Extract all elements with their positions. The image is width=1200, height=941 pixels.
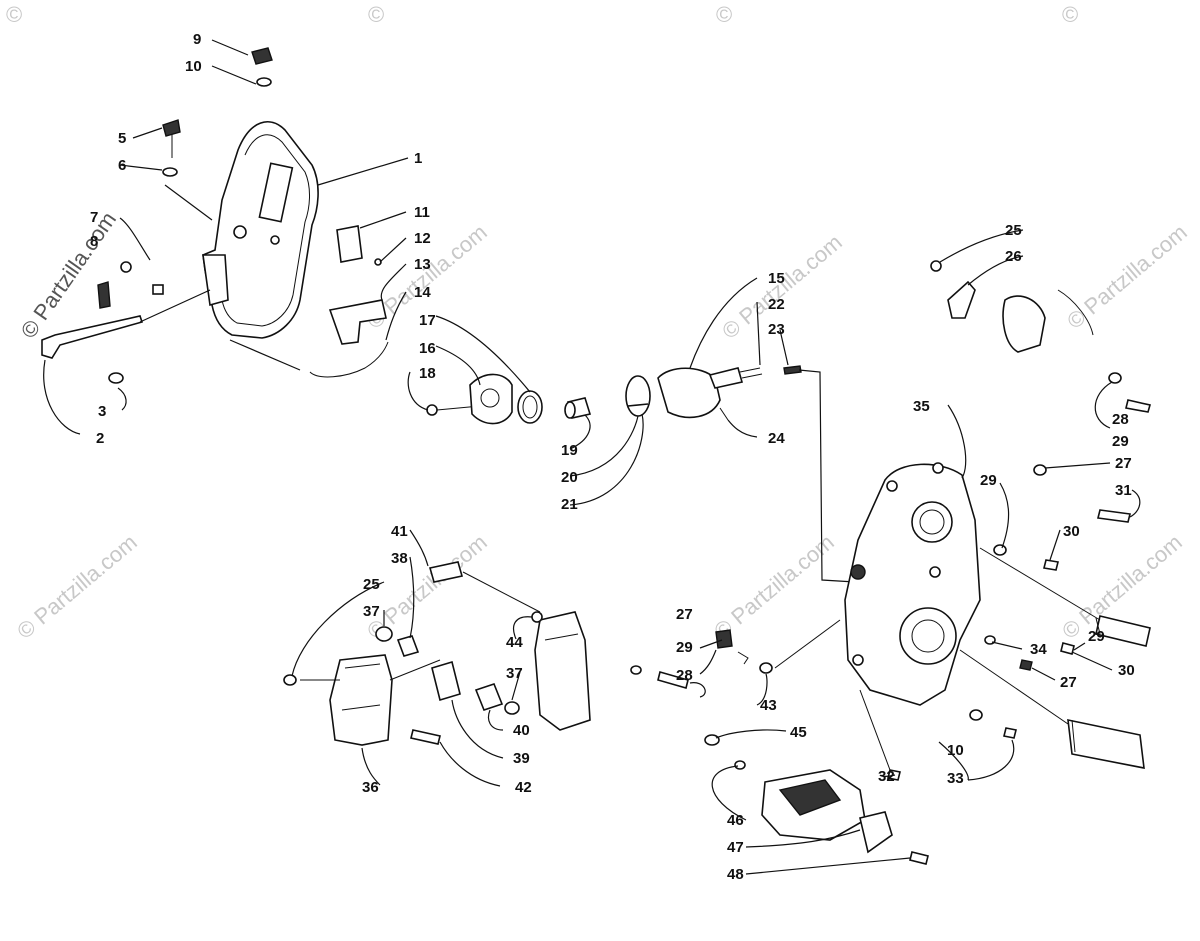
callout-1: 1 [414,150,422,167]
callout-29-lower: 29 [676,639,693,656]
callout-28-top: 28 [1112,411,1129,428]
callout-9: 9 [193,31,201,48]
corner-watermark-2: © [368,2,384,27]
callout-30-bottom: 30 [1118,662,1135,679]
callout-11: 11 [414,204,430,221]
callout-44: 44 [506,634,523,651]
callout-2: 2 [96,430,104,447]
shafts-right [959,547,1151,769]
callout-23: 23 [768,321,785,338]
corner-watermark-3: © [716,2,732,27]
callout-14: 14 [414,284,431,301]
callout-35: 35 [913,398,930,415]
callout-41: 41 [391,523,408,540]
leader-lines-right [879,229,1141,781]
partzilla-watermark: © Partzilla.com [16,207,122,343]
callout-34: 34 [1030,641,1047,658]
watermark-tile: © Partzilla.com [709,529,839,643]
callout-30-top: 30 [1063,523,1080,540]
dipstick-5 [162,119,181,177]
watermark-tile: © Partzilla.com [1062,219,1192,333]
callout-15: 15 [768,270,785,287]
callout-27-mid: 27 [676,606,693,623]
callout-labels: 9 10 5 6 7 8 1 11 12 13 14 3 2 17 16 18 … [90,31,1135,883]
leader-lines-lower-left [291,529,768,787]
callout-16: 16 [419,340,436,357]
callout-5: 5 [118,130,126,147]
callout-3: 3 [98,403,106,420]
callout-29-right: 29 [1088,628,1105,645]
plate-11 [336,225,382,266]
tensioner-47 [704,734,929,865]
callout-25-bottom: 25 [363,576,380,593]
callout-20: 20 [561,469,578,486]
callout-33: 33 [947,770,964,787]
center-pump-assembly [426,365,802,425]
cap-9 [251,47,273,87]
callout-46: 46 [727,812,744,829]
callout-24: 24 [768,430,785,447]
callout-10-bottom: 10 [947,742,964,759]
callout-32: 32 [878,768,895,785]
bracket-26 [930,260,1152,413]
callout-42: 42 [515,779,532,796]
callout-25-top: 25 [1005,222,1022,239]
callout-43: 43 [760,697,777,714]
callout-12: 12 [414,230,431,247]
callout-7: 7 [90,209,98,226]
callout-8: 8 [90,233,98,250]
callout-27-bottom: 27 [1060,674,1077,691]
callout-27-top: 27 [1115,455,1132,472]
callout-29-mid: 29 [980,472,997,489]
callout-45: 45 [790,724,807,741]
bracket-13 [309,299,389,378]
gear-case-35 [844,462,981,706]
callout-22: 22 [768,296,785,313]
callout-37-bottom: 37 [506,665,523,682]
callout-21: 21 [561,496,578,513]
caliper-half-44 [531,611,689,731]
leader-lines-lower-center [711,729,911,875]
corner-watermark-1: © [6,2,22,27]
callout-47: 47 [727,839,744,856]
callout-13: 13 [414,256,431,273]
callout-10: 10 [185,58,202,75]
callout-37-top: 37 [363,603,380,620]
pistons-37-40 [375,561,520,715]
callout-36: 36 [362,779,379,796]
leader-lines-center [407,277,856,583]
hardware-right [859,464,1131,781]
hardware-43 [715,619,841,674]
shift-lever-2 [41,261,164,384]
callout-29-top: 29 [1112,433,1129,450]
callout-31: 31 [1115,482,1132,499]
callout-40: 40 [513,722,530,739]
caliper-36 [283,654,441,746]
callout-39: 39 [513,750,530,767]
callout-18: 18 [419,365,436,382]
chaincase-cover [202,121,319,339]
callout-6: 6 [118,157,126,174]
watermark-tile: © Partzilla.com [12,529,142,643]
callout-48: 48 [727,866,744,883]
callout-38: 38 [391,550,408,567]
callout-17: 17 [419,312,436,329]
callout-19: 19 [561,442,578,459]
callout-26: 26 [1005,248,1022,265]
leader-lines-left [43,39,409,435]
callout-28-lower: 28 [676,667,693,684]
corner-watermark-4: © [1062,2,1078,27]
